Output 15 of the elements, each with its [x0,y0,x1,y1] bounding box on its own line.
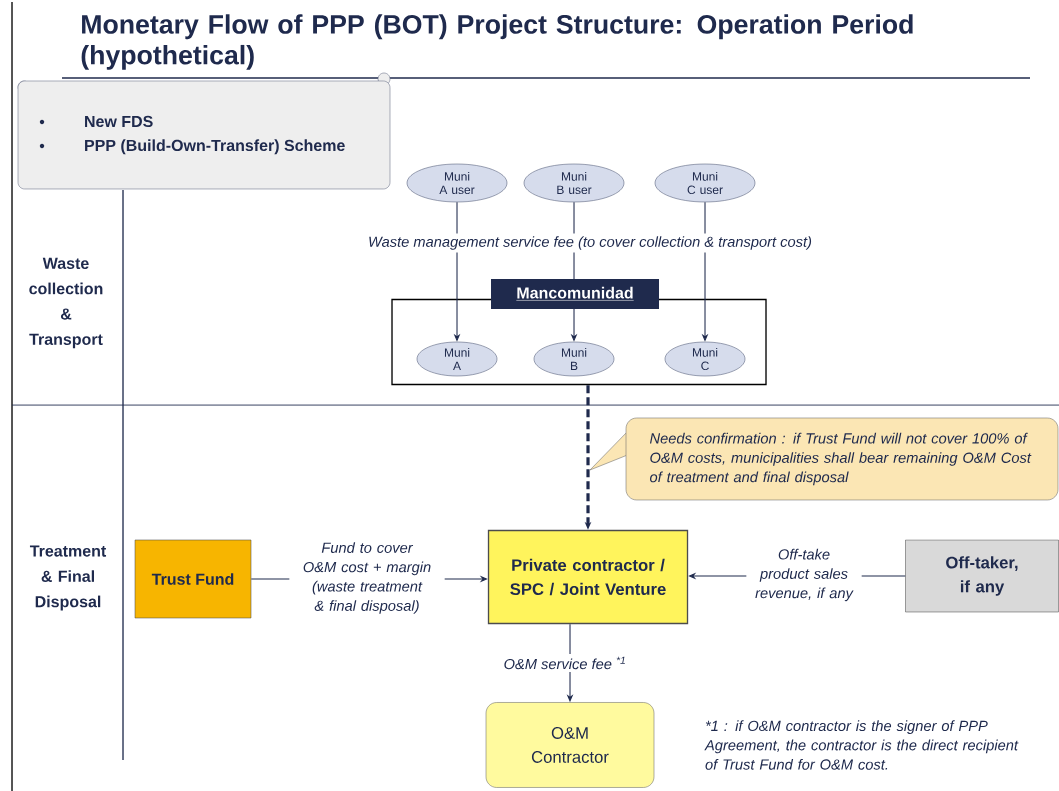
edge-label: Waste management service fee (to cover collection & transport cost) [365,233,815,253]
contractor-box: Private contractor / SPC / Joint Venture [487,529,689,625]
callout-bubble: Needs confirmation : if Trust Fund will not cover 100% of O&M costs, municipalities shall bear remaining O&M Cost of treatment and final disposal [589,417,1059,501]
offtaker-box: Off-taker, if any [905,539,1059,613]
heading-label: Mancomunidad [491,279,659,309]
edge-label: Fund to cover O&M cost + margin (waste treatment & final disposal) [289,539,445,617]
title: Monetary Flow of PPP (BOT) Project Structure: Operation Period (hypothetical) [81,14,913,70]
edge-label: O&M service fee $^{*1}$ [500,654,630,672]
section-label: Treatment & Final Disposal [29,545,107,611]
section-label: Waste collection & Transport [29,257,103,349]
edge-label: Off-take product sales revenue, if any [746,546,862,604]
contractor-box: O&M Contractor [485,702,655,788]
footnote: *1 : if O&M contractor is the signer of PPP Agreement, the contractor is the direct recipient of Trust Fund for O&M cost. [704,720,1019,770]
scroll-banner: New FDS PPP (Build-Own-Transfer) Scheme [17,72,391,190]
fund-box: Trust Fund [134,539,252,619]
